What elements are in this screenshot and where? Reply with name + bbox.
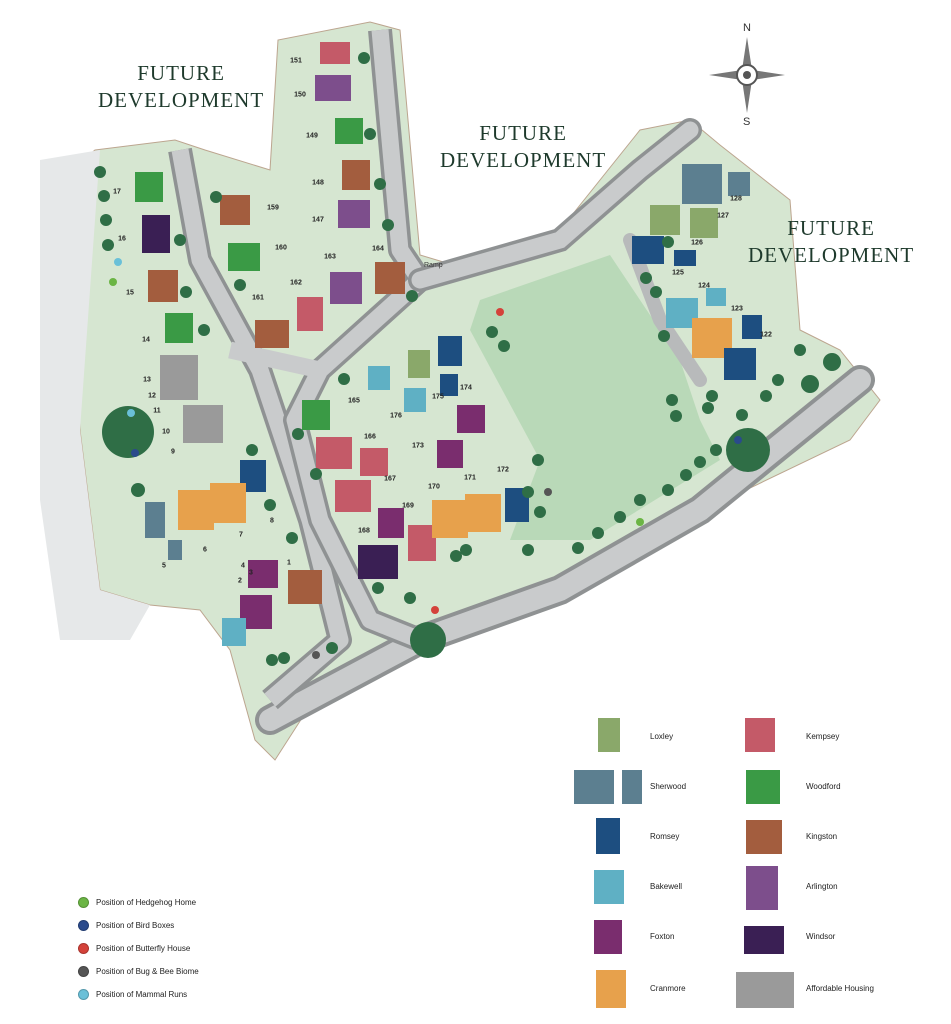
plot-number: 123 <box>731 305 743 313</box>
plot-number: 17 <box>113 188 121 196</box>
plot-number: 15 <box>126 289 134 297</box>
plot-number: 172 <box>497 466 509 474</box>
plot-number: 166 <box>364 433 376 441</box>
estate-road-north-top <box>411 121 699 289</box>
plot-number: 161 <box>252 294 264 302</box>
plot-number: 165 <box>348 397 360 405</box>
plot-number: 8 <box>270 517 274 525</box>
key-label-affordable-housing: Affordable Housing <box>806 984 874 993</box>
plot-number: 149 <box>306 132 318 140</box>
plot-number: 171 <box>464 474 476 482</box>
legend-butterfly-house: Position of Butterfly House <box>78 943 190 954</box>
plot-number: 169 <box>402 502 414 510</box>
butterfly-house-marker-icon <box>78 943 89 954</box>
plot-number: 13 <box>143 376 151 384</box>
plot-number: 122 <box>760 331 772 339</box>
plot-number: 6 <box>203 546 207 554</box>
plot-number: 9 <box>171 448 175 456</box>
plot-number: 150 <box>294 91 306 99</box>
plot-number: 4 <box>241 562 245 570</box>
plot-number: 174 <box>460 384 472 392</box>
legend-bug-bee-biome: Position of Bug & Bee Biome <box>78 966 199 977</box>
plot-number: 162 <box>290 279 302 287</box>
plot-number: 1 <box>287 559 291 567</box>
plot-number: 163 <box>324 253 336 261</box>
estate-road-cross <box>228 341 322 379</box>
plot-number: 164 <box>372 245 384 253</box>
plot-number: 159 <box>267 204 279 212</box>
key-label-windsor: Windsor <box>806 932 836 941</box>
key-label-loxley: Loxley <box>650 732 674 741</box>
key-label-arlington: Arlington <box>806 882 838 891</box>
plot-number: 167 <box>384 475 396 483</box>
legend-bird-boxes: Position of Bird Boxes <box>78 920 174 931</box>
plot-number: 11 <box>153 407 161 415</box>
compass-rose <box>709 37 785 113</box>
feature-markers <box>109 258 742 659</box>
plot-number: 12 <box>148 392 156 400</box>
key-label-cranmore: Cranmore <box>650 984 686 993</box>
key-label-kingston: Kingston <box>806 832 838 841</box>
plot-number: 148 <box>312 179 324 187</box>
hedgehog-home-marker-icon <box>78 897 89 908</box>
plot-number: 14 <box>142 336 150 344</box>
plot-number: 176 <box>390 412 402 420</box>
plot-number: 5 <box>162 562 166 570</box>
plot-number: 147 <box>312 216 324 224</box>
plot-number: 151 <box>290 57 302 65</box>
key-label-woodford: Woodford <box>806 782 841 791</box>
compass-north-label: N <box>743 22 751 34</box>
plot-number: 168 <box>358 527 370 535</box>
estate-road-loop-top <box>286 29 429 648</box>
plot-number: 3 <box>249 569 253 577</box>
key-swatches <box>574 718 794 1008</box>
key-label-kempsey: Kempsey <box>806 732 840 741</box>
bird-box-marker-icon <box>78 920 89 931</box>
plot-number: 160 <box>275 244 287 252</box>
mammal-run-marker-icon <box>78 989 89 1000</box>
house-footprints <box>135 42 762 646</box>
plot-number: 170 <box>428 483 440 491</box>
key-label-romsey: Romsey <box>650 832 680 841</box>
key-label-bakewell: Bakewell <box>650 882 683 891</box>
ramp-label: Ramp <box>424 262 443 269</box>
legend-hedgehog-home: Position of Hedgehog Home <box>78 897 196 908</box>
plot-number: 2 <box>238 577 242 585</box>
plot-number: 16 <box>118 235 126 243</box>
plot-number: 125 <box>672 269 684 277</box>
key-label-foxton: Foxton <box>650 932 675 941</box>
plot-number: 127 <box>717 212 729 220</box>
legend-mammal-runs: Position of Mammal Runs <box>78 989 187 1000</box>
plot-number: 7 <box>239 531 243 539</box>
plot-number: 124 <box>698 282 710 290</box>
plot-number: 10 <box>162 428 170 436</box>
estate-road-east <box>623 233 707 387</box>
adjacent-land <box>40 150 150 640</box>
bug-bee-biome-marker-icon <box>78 966 89 977</box>
plot-number: 173 <box>412 442 424 450</box>
compass-south-label: S <box>743 116 751 128</box>
key-label-sherwood: Sherwood <box>650 782 687 791</box>
trees <box>94 52 841 666</box>
plot-number: 128 <box>730 195 742 203</box>
plot-number: 175 <box>432 393 444 401</box>
plot-number: 126 <box>691 239 703 247</box>
